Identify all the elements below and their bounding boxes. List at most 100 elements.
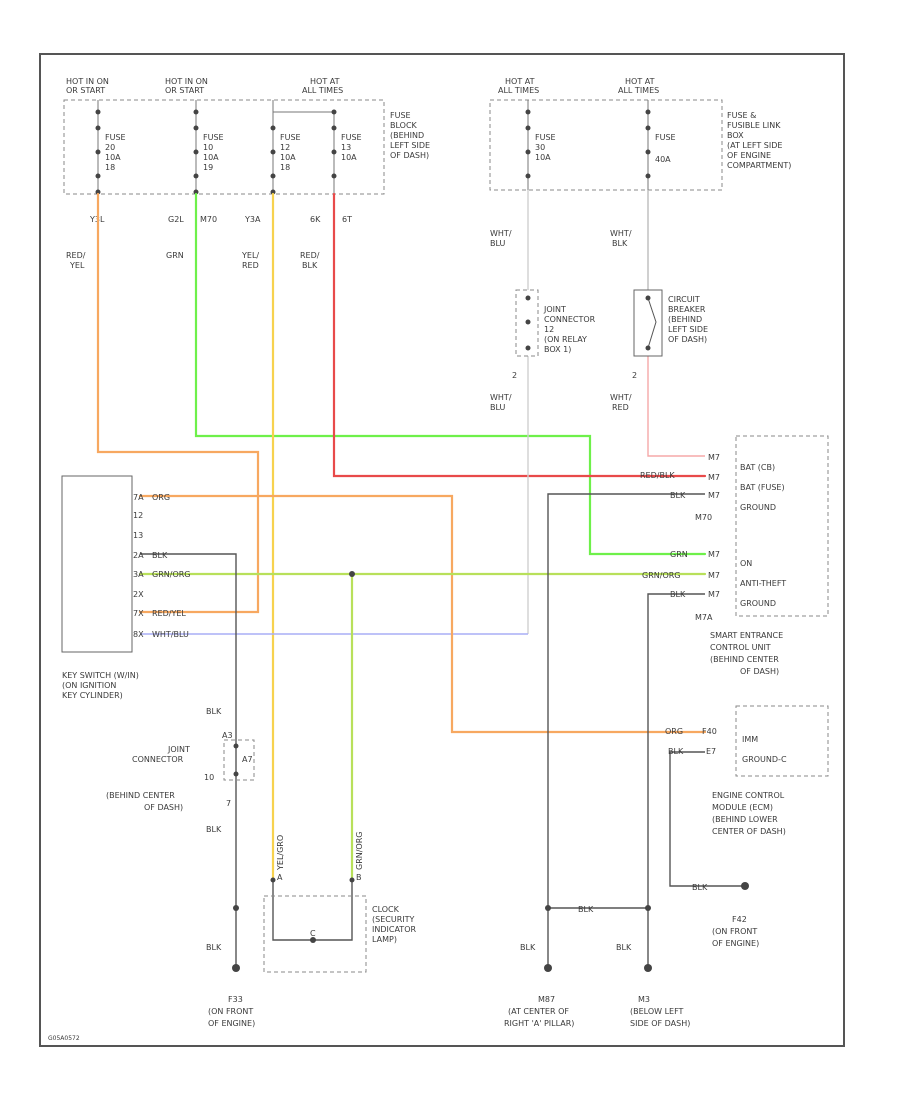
svg-text:7X: 7X: [133, 609, 144, 618]
svg-text:M7: M7: [708, 550, 720, 559]
svg-text:JOINT: JOINT: [543, 305, 566, 314]
svg-text:LAMP): LAMP): [372, 935, 397, 944]
blk-labels: BLK BLK BLK BLK BLK BLK BLK: [206, 707, 708, 952]
svg-text:13: 13: [133, 531, 143, 540]
svg-text:C: C: [310, 929, 316, 938]
svg-text:10A: 10A: [105, 153, 121, 162]
svg-text:BLK: BLK: [302, 261, 318, 270]
svg-text:FUSIBLE LINK: FUSIBLE LINK: [727, 121, 781, 130]
svg-text:GRN/ORG: GRN/ORG: [152, 570, 191, 579]
svg-text:GRN: GRN: [166, 251, 184, 260]
svg-text:IMM: IMM: [742, 735, 758, 744]
svg-text:WHT/: WHT/: [610, 393, 632, 402]
svg-text:COMPARTMENT): COMPARTMENT): [727, 161, 791, 170]
svg-text:FUSE: FUSE: [341, 133, 362, 142]
svg-text:ORG: ORG: [152, 493, 170, 502]
svg-text:RED/BLK: RED/BLK: [640, 471, 675, 480]
svg-text:RED: RED: [612, 403, 629, 412]
wire-blk-key-ground: [140, 553, 237, 968]
svg-text:18: 18: [105, 163, 115, 172]
svg-text:10A: 10A: [203, 153, 219, 162]
svg-text:M7A: M7A: [695, 613, 713, 622]
svg-text:ALL TIMES: ALL TIMES: [618, 86, 659, 95]
svg-text:2: 2: [512, 371, 517, 380]
wire-org-ecm: [138, 494, 707, 734]
svg-text:2: 2: [632, 371, 637, 380]
svg-text:LEFT SIDE: LEFT SIDE: [668, 325, 708, 334]
wire-blk-smart-ground2: [647, 593, 705, 968]
svg-text:GROUND: GROUND: [740, 599, 776, 608]
fusible-link-box-outline: [489, 99, 723, 191]
svg-text:OF ENGINE: OF ENGINE: [727, 151, 771, 160]
svg-text:30: 30: [535, 143, 545, 152]
svg-text:OR START: OR START: [66, 86, 105, 95]
svg-text:(AT LEFT SIDE: (AT LEFT SIDE: [727, 141, 782, 150]
svg-text:12: 12: [280, 143, 290, 152]
svg-text:MODULE (ECM): MODULE (ECM): [712, 803, 773, 812]
svg-text:BOX 1): BOX 1): [544, 345, 571, 354]
svg-text:OF DASH): OF DASH): [390, 151, 429, 160]
svg-text:BLK: BLK: [670, 590, 686, 599]
svg-text:BLK: BLK: [206, 707, 222, 716]
svg-text:(ON RELAY: (ON RELAY: [544, 335, 587, 344]
diagram-code: G05A0572: [48, 1035, 80, 1042]
svg-text:6T: 6T: [342, 215, 352, 224]
svg-text:SMART ENTRANCE: SMART ENTRANCE: [710, 631, 783, 640]
svg-text:CIRCUIT: CIRCUIT: [668, 295, 700, 304]
svg-text:OF ENGINE): OF ENGINE): [712, 939, 759, 948]
svg-text:(BEHIND: (BEHIND: [668, 315, 702, 324]
svg-text:OF DASH): OF DASH): [144, 803, 183, 812]
svg-text:KEY CYLINDER): KEY CYLINDER): [62, 691, 123, 700]
svg-text:HOT AT: HOT AT: [310, 77, 340, 86]
svg-text:HOT AT: HOT AT: [505, 77, 535, 86]
svg-text:ENGINE CONTROL: ENGINE CONTROL: [712, 791, 785, 800]
svg-text:2X: 2X: [133, 590, 144, 599]
svg-text:GROUND: GROUND: [740, 503, 776, 512]
svg-text:ALL TIMES: ALL TIMES: [302, 86, 343, 95]
svg-text:18: 18: [280, 163, 290, 172]
svg-text:10A: 10A: [280, 153, 296, 162]
svg-text:RED/: RED/: [300, 251, 320, 260]
svg-text:BAT (CB): BAT (CB): [740, 463, 775, 472]
wire-wht-red: [647, 356, 705, 457]
svg-text:(ON FRONT: (ON FRONT: [712, 927, 757, 936]
svg-text:CENTER OF DASH): CENTER OF DASH): [712, 827, 786, 836]
svg-text:FUSE: FUSE: [105, 133, 126, 142]
svg-text:8X: 8X: [133, 630, 144, 639]
svg-text:(BEHIND LOWER: (BEHIND LOWER: [712, 815, 778, 824]
svg-text:BLK: BLK: [616, 943, 632, 952]
svg-text:GRN/ORG: GRN/ORG: [642, 571, 681, 580]
diagram-frame: [39, 53, 845, 1047]
svg-text:M7: M7: [708, 571, 720, 580]
svg-text:YEL: YEL: [69, 261, 85, 270]
svg-text:WHT/BLU: WHT/BLU: [152, 630, 189, 639]
svg-text:CONNECTOR: CONNECTOR: [544, 315, 596, 324]
svg-text:M7: M7: [708, 453, 720, 462]
key-switch: 7A 12 13 2A 3A 2X 7X 8X ORG BLK GRN/ORG …: [61, 475, 191, 700]
svg-text:ON: ON: [740, 559, 752, 568]
svg-text:M87: M87: [538, 995, 555, 1004]
svg-text:(BEHIND CENTER: (BEHIND CENTER: [710, 655, 779, 664]
svg-text:OF ENGINE): OF ENGINE): [208, 1019, 255, 1028]
fuse-pin-labels: Y3L G2L M70 Y3A 6K 6T: [89, 215, 352, 224]
svg-text:12: 12: [544, 325, 554, 334]
svg-text:10: 10: [204, 773, 214, 782]
svg-text:WHT/: WHT/: [490, 229, 512, 238]
svg-text:OF DASH): OF DASH): [740, 667, 779, 676]
svg-text:BREAKER: BREAKER: [668, 305, 706, 314]
svg-text:40A: 40A: [655, 155, 671, 164]
svg-text:F40: F40: [702, 727, 717, 736]
svg-text:GRN/ORG: GRN/ORG: [355, 832, 364, 871]
svg-text:FUSE: FUSE: [390, 111, 411, 120]
